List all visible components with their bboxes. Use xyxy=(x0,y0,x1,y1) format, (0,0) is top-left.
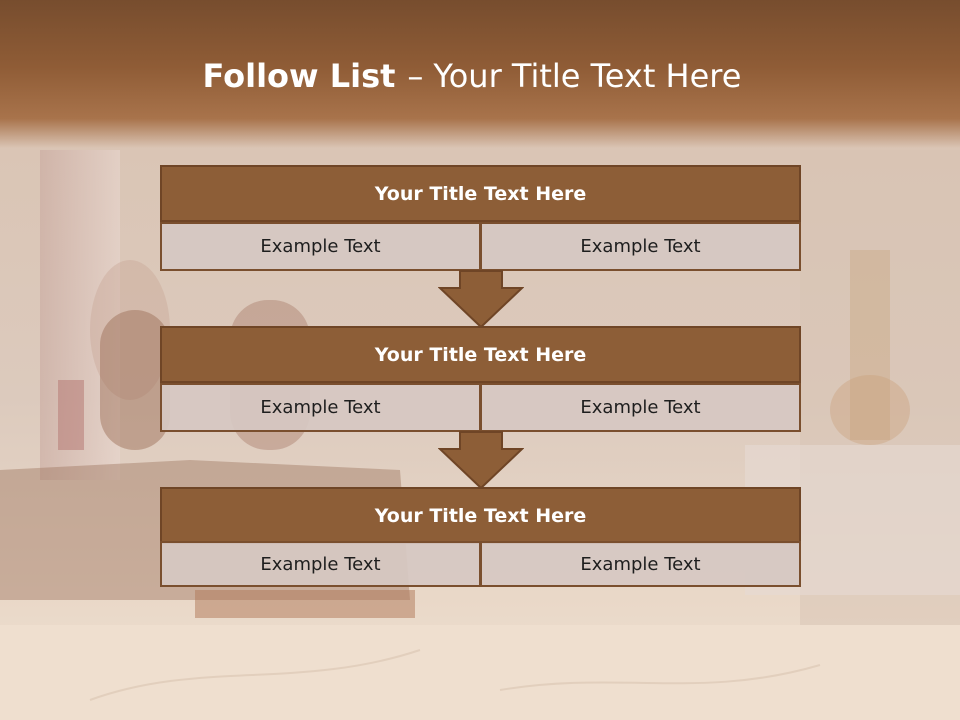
block-2-right-cell[interactable]: Example Text xyxy=(480,383,801,432)
block-3-title[interactable]: Your Title Text Here xyxy=(160,487,801,544)
list-block-1[interactable]: Your Title Text Here Example Text Exampl… xyxy=(160,165,801,271)
block-2-left-cell[interactable]: Example Text xyxy=(160,383,481,432)
block-2-title[interactable]: Your Title Text Here xyxy=(160,326,801,383)
title-bold-part: Follow List xyxy=(202,57,396,95)
down-arrow-icon xyxy=(438,270,524,328)
down-arrow-icon xyxy=(438,431,524,489)
block-1-title[interactable]: Your Title Text Here xyxy=(160,165,801,222)
title-band xyxy=(0,0,960,148)
slide-title[interactable]: Follow List–Your Title Text Here xyxy=(0,52,944,100)
block-3-right-cell[interactable]: Example Text xyxy=(480,541,801,587)
block-1-right-cell[interactable]: Example Text xyxy=(480,222,801,271)
block-1-left-cell[interactable]: Example Text xyxy=(160,222,481,271)
list-block-3[interactable]: Your Title Text Here Example Text Exampl… xyxy=(160,487,801,593)
title-rest-part: Your Title Text Here xyxy=(433,57,742,95)
block-3-left-cell[interactable]: Example Text xyxy=(160,541,481,587)
title-dash: – xyxy=(407,57,424,95)
list-block-2[interactable]: Your Title Text Here Example Text Exampl… xyxy=(160,326,801,432)
